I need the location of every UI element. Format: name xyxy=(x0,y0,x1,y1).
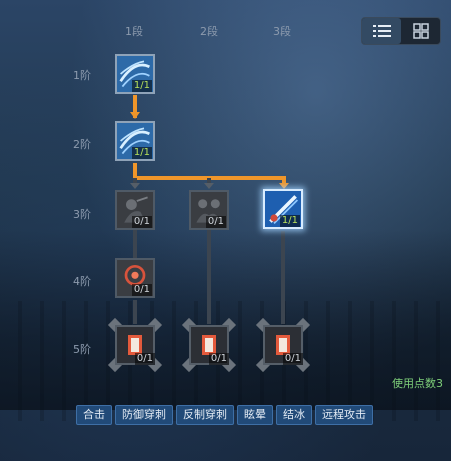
row-label-2: 2阶 xyxy=(73,138,91,151)
skill-level-count: 0/1 xyxy=(134,353,155,365)
skill-level-count: 1/1 xyxy=(131,80,152,92)
scroll-icon xyxy=(202,335,216,355)
connector-arrow-r2c1 xyxy=(130,112,140,119)
tag-counter-pierce[interactable]: 反制穿刺 xyxy=(176,405,234,425)
skill-level-count: 0/1 xyxy=(208,353,229,365)
skill-level-count: 1/1 xyxy=(131,147,152,159)
scroll-icon xyxy=(276,335,290,355)
scroll-icon xyxy=(128,335,142,355)
list-icon xyxy=(372,25,391,37)
skill-level-count: 1/1 xyxy=(279,215,300,227)
column-label-2: 2段 xyxy=(200,25,218,38)
tag-defense-pierce[interactable]: 防御穿刺 xyxy=(115,405,173,425)
connector-arrow-r3c3 xyxy=(279,183,289,189)
skill-icon-r5c1[interactable]: 0/1 xyxy=(107,317,163,373)
row-label-3: 3阶 xyxy=(73,208,91,221)
tag-combo[interactable]: 合击 xyxy=(76,405,112,425)
points-used-label: 使用点数3 xyxy=(392,377,443,390)
skill-icon-r3c3[interactable]: 1/1 xyxy=(263,189,303,229)
column-label-1: 1段 xyxy=(125,25,143,38)
skill-icon-r3c2[interactable]: 0/1 xyxy=(189,190,229,230)
skill-icon-r5c2[interactable]: 0/1 xyxy=(181,317,237,373)
skill-level-count: 0/1 xyxy=(282,353,303,365)
skill-tag-bar: 合击 防御穿刺 反制穿刺 眩晕 结冰 远程攻击 xyxy=(76,405,373,425)
row-label-1: 1阶 xyxy=(73,69,91,82)
connector-arrow-r3c1 xyxy=(130,183,140,189)
skill-icon-r4c1[interactable]: 0/1 xyxy=(115,258,155,298)
tag-stun[interactable]: 眩晕 xyxy=(237,405,273,425)
skill-icon-r3c1[interactable]: 0/1 xyxy=(115,190,155,230)
row-label-4: 4阶 xyxy=(73,275,91,288)
list-view-button[interactable] xyxy=(362,18,401,44)
grid-icon xyxy=(412,23,429,39)
row-label-5: 5阶 xyxy=(73,343,91,356)
tag-freeze[interactable]: 结冰 xyxy=(276,405,312,425)
skill-level-count: 0/1 xyxy=(205,216,226,228)
skill-icon-r5c3[interactable]: 0/1 xyxy=(255,317,311,373)
skill-icon-r2c1[interactable]: 1/1 xyxy=(115,121,155,161)
skill-level-count: 0/1 xyxy=(131,216,152,228)
view-toggle xyxy=(361,17,441,45)
grid-view-button[interactable] xyxy=(401,18,440,44)
connector-arrow-r3c2 xyxy=(204,183,214,189)
column-label-3: 3段 xyxy=(273,25,291,38)
tag-ranged-attack[interactable]: 远程攻击 xyxy=(315,405,373,425)
skill-icon-r1c1[interactable]: 1/1 xyxy=(115,54,155,94)
skill-level-count: 0/1 xyxy=(131,284,152,296)
